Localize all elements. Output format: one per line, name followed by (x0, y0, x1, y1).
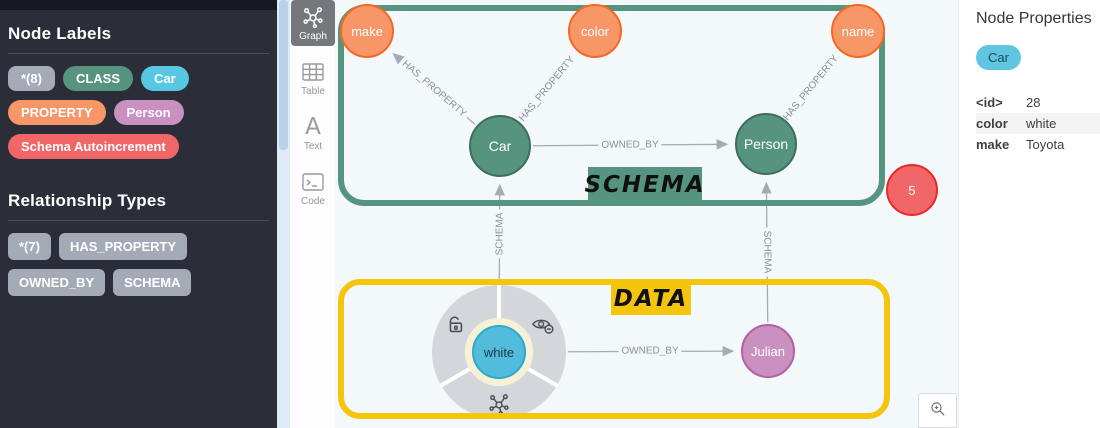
tab-label: Text (303, 141, 323, 152)
tab-label: Table (301, 86, 325, 97)
selected-node-label-pill[interactable]: Car (976, 45, 1021, 70)
node-label-pill-schema-autoincrement[interactable]: Schema Autoincrement (8, 134, 179, 159)
edge-label-schema[interactable]: SCHEMA (761, 228, 773, 277)
tab-label: Code (301, 196, 325, 207)
tab-table[interactable]: Table (291, 55, 335, 101)
node-context-menu[interactable] (429, 282, 569, 422)
sidebar-scrollbar[interactable] (277, 0, 290, 428)
scrollbar-thumb[interactable] (279, 0, 288, 150)
unlock-icon[interactable] (443, 313, 467, 337)
zoom-in-icon (930, 402, 945, 416)
node-label-pill--8-[interactable]: *(8) (8, 66, 55, 91)
tab-graph[interactable]: Graph (291, 0, 335, 46)
property-key: <id> (976, 95, 1003, 110)
data-group-label: DATA (611, 282, 691, 315)
sidebar-top-strip (0, 0, 277, 10)
property-value: 28 (1026, 95, 1041, 110)
node-properties-panel: Node Properties Car <id> 28 color white make… (958, 0, 1100, 428)
table-icon (291, 60, 335, 84)
tab-label: Graph (299, 31, 327, 42)
zoom-in-button[interactable] (918, 393, 957, 428)
expand-graph-icon[interactable] (487, 392, 511, 416)
divider (8, 53, 269, 54)
relationship-type-pills: *(7) HAS_PROPERTY OWNED_BY SCHEMA (8, 233, 269, 296)
relationship-pill-owned-by[interactable]: OWNED_BY (8, 269, 106, 296)
node-label-pill-car[interactable]: Car (141, 66, 189, 91)
schema-group-label: SCHEMA (584, 167, 704, 203)
relationship-pill--7-[interactable]: *(7) (8, 233, 51, 260)
node-label-pill-person[interactable]: Person (113, 100, 184, 125)
node-label-pill-property[interactable]: PROPERTY (8, 100, 106, 125)
graph-node-julian[interactable]: Julian (741, 324, 795, 378)
text-icon: A (305, 114, 321, 140)
hide-eye-icon[interactable] (531, 313, 555, 337)
node-labels-title: Node Labels (8, 24, 112, 43)
properties-table: <id> 28 color white make Toyota (976, 92, 1100, 155)
edge-label-owned_by[interactable]: OWNED_BY (598, 139, 662, 151)
relationship-pill-schema[interactable]: SCHEMA (113, 269, 192, 296)
property-row-make: make Toyota (976, 134, 1100, 155)
divider (8, 220, 269, 221)
relationship-types-title: Relationship Types (8, 191, 167, 210)
graph-node-name[interactable]: name (831, 4, 885, 58)
graph-node-person[interactable]: Person (735, 113, 797, 175)
property-value: white (1026, 116, 1057, 131)
property-key: make (976, 137, 1010, 152)
property-row-id: <id> 28 (976, 92, 1100, 113)
property-row-color: color white (976, 113, 1100, 134)
node-label-pill-class[interactable]: CLASS (62, 66, 134, 91)
tab-code[interactable]: Code (291, 165, 335, 211)
edge-label-owned_by[interactable]: OWNED_BY (618, 345, 683, 358)
properties-panel-title: Node Properties (976, 10, 1092, 27)
graph-node-make[interactable]: make (340, 4, 394, 58)
edge-label-schema[interactable]: SCHEMA (493, 209, 506, 259)
graph-icon (291, 5, 335, 29)
graph-node-car[interactable]: Car (469, 115, 531, 177)
property-value: Toyota (1026, 137, 1065, 152)
graph-node-five[interactable]: 5 (886, 164, 938, 216)
graph-node-color[interactable]: color (568, 4, 622, 58)
relationship-pill-has-property[interactable]: HAS_PROPERTY (58, 233, 188, 260)
property-key: color (976, 116, 1008, 131)
code-icon (291, 170, 335, 194)
graph-node-white[interactable]: white (472, 325, 526, 379)
